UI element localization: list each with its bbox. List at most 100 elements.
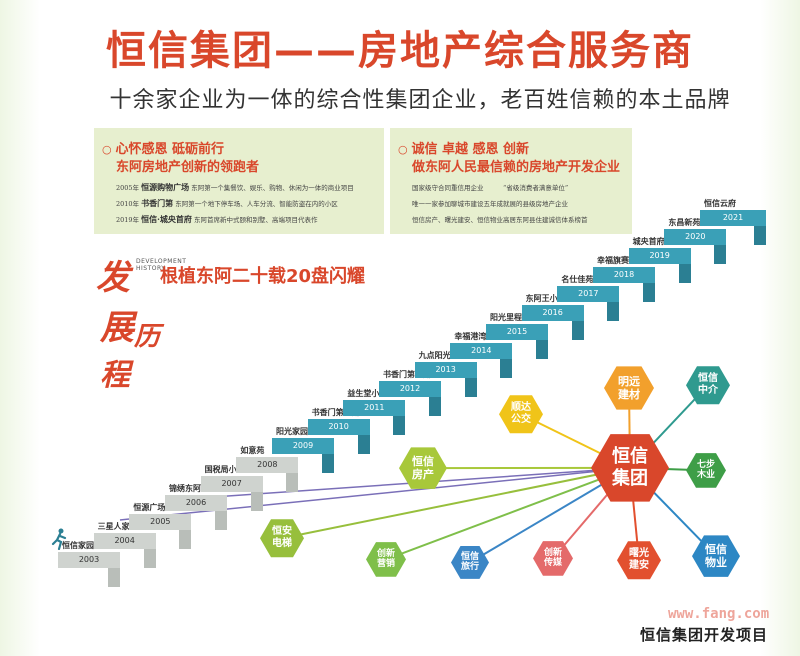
line-project: 恒信·城央首府 bbox=[141, 214, 192, 224]
step-riser bbox=[536, 340, 548, 359]
watermark: www.fang.com bbox=[668, 606, 770, 622]
panel-right-line: 唯一一家参加聊城市建设五年成就展的县级房地产企业 bbox=[412, 200, 568, 208]
hex-company: 七步木业 bbox=[686, 453, 726, 488]
hex-line2: 房产 bbox=[412, 468, 434, 482]
hex-company: 顺达公交 bbox=[499, 395, 543, 434]
panel-right-line: 国家级守合同重信用企业 “省级消费者满意单位” bbox=[412, 184, 569, 192]
step-2011: 2011 bbox=[343, 400, 406, 416]
poster-title: 恒信集团——房地产综合服务商 bbox=[106, 28, 694, 74]
panel-left: 心怀感恩 砥砺前行 东阿房地产创新的领跑者 2005年 恒源购物广场 东阿第一个… bbox=[94, 128, 384, 234]
panel-left-heading2: 东阿房地产创新的领跑者 bbox=[116, 160, 260, 175]
hex-company: 创新营销 bbox=[366, 542, 406, 577]
step-project-label: 幸福旗赛 bbox=[597, 256, 629, 265]
step-project-label: 三星人家 bbox=[97, 522, 130, 531]
step-project-label: 恒信云府 bbox=[704, 199, 736, 208]
step-project-label: 城央首府 bbox=[632, 237, 665, 246]
step-project-label: 阳光家园 bbox=[276, 427, 308, 436]
hex-line2: 木业 bbox=[696, 470, 715, 481]
panel-right: 诚信 卓越 感恩 创新 做东阿人民最信赖的房地产开发企业 国家级守合同重信用企业… bbox=[390, 128, 632, 234]
panel-left-heading1: 心怀感恩 砥砺前行 bbox=[102, 138, 224, 157]
step-2018: 2018 bbox=[593, 267, 655, 283]
step-2016: 2016 bbox=[521, 305, 584, 321]
hex-line2: 电梯 bbox=[272, 538, 292, 550]
calligraphy-char: 展 bbox=[100, 308, 134, 348]
line-project: 恒源购物广场 bbox=[141, 182, 190, 192]
step-riser bbox=[714, 245, 727, 264]
hex-line1: 恒安 bbox=[272, 526, 292, 538]
step-2007: 2007 bbox=[200, 476, 263, 492]
panel-left-line: 2019年 恒信·城央首府 东阿首席新中式颐和别墅、高端项目代表作 bbox=[116, 214, 318, 225]
step-riser bbox=[643, 283, 655, 302]
connector-line bbox=[385, 466, 631, 561]
step-project-label: 幸福港湾 bbox=[454, 332, 487, 341]
line-year: 2005年 bbox=[116, 184, 140, 192]
poster-subtitle: 十余家企业为一体的综合性集团企业，老百姓信赖的本土品牌 bbox=[109, 88, 731, 113]
hex-line2: 旅行 bbox=[460, 562, 479, 573]
step-2009: 2009 bbox=[272, 438, 334, 454]
step-2021: 2021 bbox=[700, 210, 766, 226]
line-year: 2010年 bbox=[116, 200, 140, 208]
hex-line1: 恒信 bbox=[460, 551, 479, 562]
step-riser bbox=[678, 264, 691, 283]
hex-line1: 恒信 bbox=[705, 542, 727, 556]
step-riser bbox=[286, 473, 299, 492]
step-2005: 2005 bbox=[129, 514, 192, 530]
line-project: 书香门第 bbox=[141, 198, 174, 208]
step-2020: 2020 bbox=[664, 229, 727, 245]
step-riser bbox=[429, 397, 441, 416]
step-riser bbox=[754, 226, 766, 245]
panel-left-line: 2005年 恒源购物广场 东阿第一个集餐饮、娱乐、购物、休闲为一体的商业项目 bbox=[116, 182, 354, 193]
connector-line bbox=[281, 466, 631, 540]
step-riser bbox=[357, 435, 370, 454]
step-2015: 2015 bbox=[486, 324, 548, 340]
panel-right-heading2: 做东阿人民最信赖的房地产开发企业 bbox=[412, 160, 621, 175]
step-2004: 2004 bbox=[93, 533, 156, 549]
step-riser bbox=[108, 568, 120, 587]
step-riser bbox=[322, 454, 334, 473]
step-riser bbox=[464, 378, 477, 397]
step-project-label: 如意苑 bbox=[240, 446, 265, 455]
hex-company: 创新传媒 bbox=[533, 541, 573, 576]
calligraphy-char: 程 bbox=[100, 358, 130, 393]
hex-line1: 恒信 bbox=[698, 373, 718, 385]
step-project-label: 恒源广场 bbox=[133, 503, 166, 512]
hex-line1: 七步 bbox=[696, 459, 715, 470]
hex-line1: 曙光 bbox=[629, 548, 649, 560]
step-project-label: 恒信家园 bbox=[62, 541, 94, 550]
step-2012: 2012 bbox=[379, 381, 441, 397]
hex-line2: 中介 bbox=[698, 385, 718, 397]
step-2008: 2008 bbox=[236, 457, 299, 473]
hex-center: 恒信集团 bbox=[591, 434, 669, 502]
step-project-label: 阳光里程 bbox=[490, 313, 522, 322]
hex-line2: 物业 bbox=[705, 556, 727, 570]
step-riser bbox=[250, 492, 263, 511]
hex-line2: 集团 bbox=[612, 467, 648, 489]
step-project-label: 锦绣东阿 bbox=[169, 484, 201, 493]
step-riser bbox=[215, 511, 227, 530]
calligraphy-char: 发 bbox=[96, 258, 130, 298]
step-riser bbox=[393, 416, 406, 435]
step-riser bbox=[571, 321, 584, 340]
hex-line2: 传媒 bbox=[543, 558, 562, 569]
step-project-label: 东昌新苑 bbox=[668, 218, 701, 227]
hex-line1: 恒信 bbox=[612, 446, 648, 468]
hex-line1: 恒信 bbox=[412, 454, 434, 468]
hex-line2: 建材 bbox=[618, 388, 640, 401]
step-project-label: 书香门第一期 bbox=[311, 408, 360, 417]
step-2017: 2017 bbox=[557, 286, 620, 302]
connector-line bbox=[169, 467, 631, 501]
hex-line1: 创新 bbox=[543, 547, 562, 558]
step-project-label: 东阿王小区 bbox=[525, 294, 566, 303]
calligraphy-char: 历 bbox=[134, 322, 161, 352]
panel-right-line: 恒信房产、曙光建安、恒信物业高居东阿县住建诚信体系榜首 bbox=[412, 216, 588, 224]
slogan: 根植东阿二十载20盘闪耀 bbox=[160, 266, 366, 287]
step-2019: 2019 bbox=[628, 248, 691, 264]
hex-line2: 公交 bbox=[511, 414, 531, 426]
step-2003: 2003 bbox=[58, 552, 120, 568]
step-riser bbox=[179, 530, 192, 549]
hex-line2: 建安 bbox=[629, 560, 649, 572]
line-desc: 东阿首席新中式颐和别墅、高端项目代表作 bbox=[194, 216, 318, 224]
panel-left-line: 2010年 书香门第 东阿第一个地下停车场、人车分流、智能防盗在内的小区 bbox=[116, 198, 338, 209]
step-riser bbox=[143, 549, 156, 568]
